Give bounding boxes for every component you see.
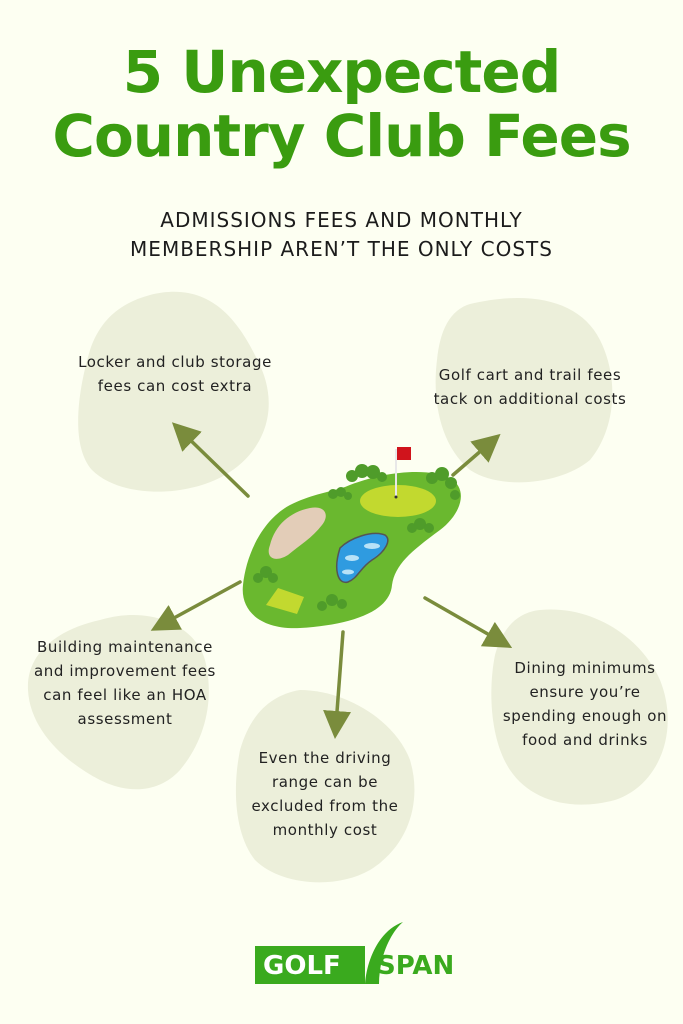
subtitle-line-1: ADMISSIONS FEES AND MONTHLY [160,208,523,232]
page-title: 5 Unexpected Country Club Fees [0,40,683,168]
fee-golf-cart-text: Golf cart and trail fees tack on additio… [410,363,650,411]
flag-icon [397,447,411,460]
title-line-2: Country Club Fees [52,102,631,170]
fee-driving-range-line-1: Even the driving [258,749,392,767]
subtitle-line-2: MEMBERSHIP AREN’T THE ONLY COSTS [130,237,553,261]
fee-driving-range-line-4: monthly cost [272,821,378,839]
tee-box [266,588,304,614]
logo-swoosh-icon [255,922,403,984]
logo-span-text: SPAN [377,951,455,981]
arrow-golf-cart [451,433,501,477]
blob-building [27,614,209,790]
blob-locker [78,291,269,492]
golfspan-logo: GOLF SPAN [255,918,460,988]
fee-dining-line-1: Dining minimums [514,659,656,677]
fee-building-text: Building maintenance and improvement fee… [10,635,240,731]
fee-dining-text: Dining minimums ensure you’re spending e… [490,656,680,752]
fee-golf-cart-line-1: Golf cart and trail fees [438,366,622,384]
subtitle: ADMISSIONS FEES AND MONTHLY MEMBERSHIP A… [0,206,683,264]
fee-dining-line-4: food and drinks [522,731,648,749]
fee-golf-cart-line-2: tack on additional costs [433,390,627,408]
blob-driving-range [235,690,415,883]
blob-dining [491,609,668,805]
fee-building-line-3: can feel like an HOA [43,686,207,704]
arrow-building [150,580,242,631]
fee-locker-line-2: fees can cost extra [97,377,253,395]
title-line-1: 5 Unexpected [122,38,562,106]
arrow-locker [171,422,250,498]
fee-dining-line-2: ensure you’re [529,683,641,701]
fee-driving-range-text: Even the driving range can be excluded f… [225,746,425,842]
fee-locker-line-1: Locker and club storage [78,353,272,371]
fee-driving-range-line-3: excluded from the [251,797,399,815]
fee-locker-text: Locker and club storage fees can cost ex… [55,350,295,398]
bush-icons [253,464,460,611]
fee-driving-range-line-2: range can be [271,773,379,791]
fee-building-line-4: assessment [77,710,173,728]
putting-green [360,485,436,517]
fee-building-line-2: and improvement fees [34,662,216,680]
sand-bunker [268,507,326,559]
arrow-driving-range [323,630,352,739]
arrow-dining [423,596,513,648]
fee-dining-line-3: spending enough on [502,707,668,725]
logo-golf-text: GOLF [263,951,341,981]
fee-building-line-1: Building maintenance [37,638,213,656]
